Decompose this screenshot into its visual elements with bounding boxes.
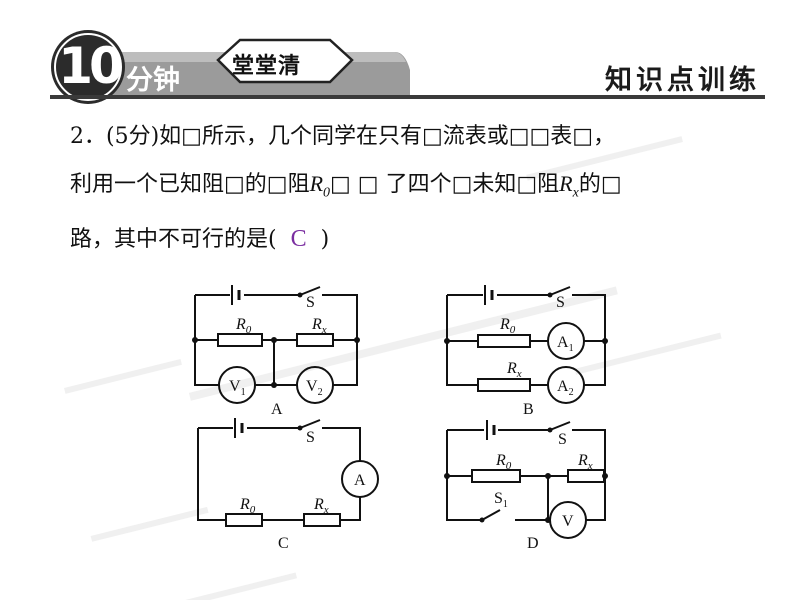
circuit-a-label: A: [271, 401, 283, 418]
resistor-rx: [567, 469, 605, 483]
a2-label: A2: [557, 378, 574, 398]
tag-lozenge: [216, 38, 354, 84]
switch-pivot: [297, 292, 303, 298]
battery-icon: [233, 416, 244, 440]
question-line-3: 路，其中不可行的是( C): [70, 216, 760, 263]
switch-label: S: [558, 431, 567, 448]
header-rule: [50, 95, 765, 99]
r0-label: R0: [239, 496, 256, 516]
watermark-stripe: [574, 332, 722, 375]
voltmeter-v2: [296, 366, 334, 404]
junction-dot: [271, 382, 277, 388]
question-text: 利用一个已知阻□的□阻: [70, 172, 310, 197]
var-sub: 0: [323, 185, 331, 201]
header-banner: 10 分钟 堂堂清 知识点训练: [0, 0, 800, 110]
question-text: ): [320, 227, 330, 253]
circuit-b-label: B: [523, 401, 534, 418]
section-title: 知识点训练: [605, 65, 760, 96]
resistor-r0: [477, 334, 531, 348]
question-text: 的□: [578, 172, 622, 197]
var-letter: R: [309, 171, 324, 196]
question-line-2: 利用一个已知阻□的□阻R0□ □ 了四个□未知□阻Rx的□: [70, 160, 760, 216]
minutes-label: 分钟: [126, 65, 180, 96]
rx-label: Rx: [311, 316, 327, 336]
wire: [197, 427, 361, 521]
resistor-r0: [225, 513, 263, 527]
resistor-rx: [303, 513, 341, 527]
badge-ring: [54, 33, 122, 101]
ammeter-label: A: [354, 472, 366, 489]
badge-number: 10: [58, 37, 124, 95]
r0-label: R0: [499, 316, 516, 336]
v2-label: V2: [306, 378, 323, 398]
switch-s1-label: S1: [494, 490, 508, 510]
circuit-c-label: C: [278, 535, 289, 552]
v1-label: V1: [229, 378, 246, 398]
junction-dot: [444, 473, 450, 479]
ammeter-a: [341, 460, 379, 498]
rx-label: Rx: [577, 452, 593, 472]
switch-label: S: [306, 294, 315, 311]
voltmeter-label: V: [562, 513, 574, 530]
badge-circle: [51, 30, 125, 104]
junction-dot: [602, 338, 608, 344]
battery-icon: [230, 283, 241, 307]
question-line-1: 2．(5分)如□所示，几个同学在只有□流表或□□表□，: [70, 124, 616, 149]
battery-icon: [483, 283, 494, 307]
resistor-rx: [477, 378, 531, 392]
junction-dot: [545, 517, 551, 523]
var-letter: R: [559, 171, 573, 196]
tag-label: 堂堂清: [232, 53, 302, 79]
header-shape: [51, 30, 410, 104]
watermark-stripe: [159, 572, 298, 600]
battery-icon: [485, 418, 496, 442]
question-block: 2．(5分)如□所示，几个同学在只有□流表或□□表□， 利用一个已知阻□的□阻R…: [70, 113, 760, 263]
junction-dot: [444, 338, 450, 344]
resistor-r0: [471, 469, 521, 483]
var-sub: x: [572, 185, 579, 201]
a1-label: A1: [557, 334, 574, 354]
switch-blade: [549, 421, 571, 431]
rx-label: Rx: [506, 360, 522, 380]
resistor-rx: [296, 333, 334, 347]
voltmeter-v1: [218, 366, 256, 404]
rx-label: Rx: [313, 496, 329, 516]
answer-choice: C: [290, 226, 307, 253]
var-rx: Rx: [559, 171, 579, 200]
r0-label: R0: [235, 316, 252, 336]
circuit-c: [197, 419, 379, 527]
watermark-stripe: [526, 136, 683, 181]
question-text: □ □ 了四个□未知□阻: [330, 172, 560, 197]
switch-s1-blade: [481, 509, 501, 521]
junction-dot: [354, 337, 360, 343]
switch-pivot: [297, 425, 303, 431]
resistor-r0: [217, 333, 263, 347]
watermark-stripe: [188, 286, 618, 401]
r0-label: R0: [495, 452, 512, 472]
switch-blade: [549, 286, 571, 296]
switch-pivot: [547, 292, 553, 298]
circuit-b: [446, 286, 606, 404]
circuit-d-label: D: [527, 535, 539, 552]
junction-dot: [602, 473, 608, 479]
junction-dot: [192, 337, 198, 343]
switch-blade: [299, 419, 321, 429]
switch-pivot: [547, 427, 553, 433]
switch-label: S: [306, 429, 315, 446]
junction-dot: [545, 473, 551, 479]
junction-dot: [271, 337, 277, 343]
circuit-d: [446, 421, 606, 539]
switch-pivot: [479, 517, 485, 523]
watermark-stripe: [64, 358, 182, 394]
ammeter-a1: [547, 322, 585, 360]
watermark-stripe: [90, 506, 209, 542]
question-text: 路，其中不可行的是(: [70, 227, 277, 253]
var-r0: R0: [309, 171, 330, 200]
switch-blade: [299, 286, 321, 296]
ammeter-a2: [547, 366, 585, 404]
switch-label: S: [556, 294, 565, 311]
